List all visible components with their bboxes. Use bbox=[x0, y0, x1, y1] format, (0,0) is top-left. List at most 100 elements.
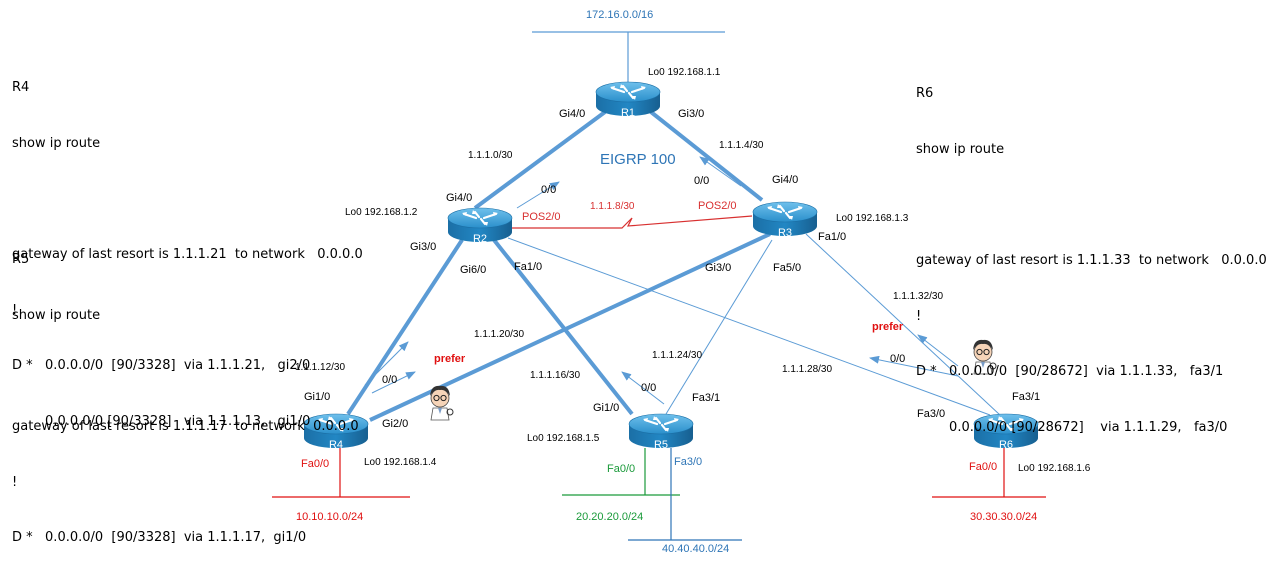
panel-r6-title: R6 bbox=[916, 86, 934, 101]
loopback-r2: Lo0 192.168.1.2 bbox=[345, 207, 418, 218]
route-arrow-r6-r3 bbox=[917, 334, 959, 367]
link-r2-r4 bbox=[346, 238, 464, 416]
network-label-r4: 10.10.10.0/24 bbox=[296, 511, 363, 523]
panel-r5-command: show ip route bbox=[12, 307, 101, 323]
panel-r5-route1: D * 0.0.0.0/0 [90/3328] via 1.1.1.17, gi… bbox=[12, 530, 307, 545]
subnet-r3-r6: 1.1.1.32/30 bbox=[893, 291, 943, 302]
routing-panel-r5: R5 show ip route gateway of last resort … bbox=[12, 214, 359, 566]
admin-icon-r4 bbox=[429, 385, 454, 421]
iface-r4-gi20: Gi2/0 bbox=[382, 418, 408, 430]
eigrp-label: EIGRP 100 bbox=[600, 151, 676, 168]
iface-r3-gi40: Gi4/0 bbox=[772, 174, 798, 186]
iface-r2-pos: POS2/0 bbox=[522, 211, 561, 223]
router-r4-label: R4 bbox=[329, 439, 343, 451]
router-r5: R5 bbox=[627, 412, 695, 451]
panel-r4-route2: 0.0.0.0/0 [90/3328] via 1.1.1.13, gi1/0 bbox=[12, 413, 311, 429]
iface-r2-fa10: Fa1/0 bbox=[514, 261, 542, 273]
panel-r4-bang: ! bbox=[12, 302, 18, 318]
network-label-top: 172.16.0.0/16 bbox=[586, 9, 653, 21]
route-arrow-r6-r2 bbox=[869, 355, 959, 377]
subnet-r2-r4: 1.1.1.12/30 bbox=[295, 362, 345, 373]
panel-r6-command: show ip route bbox=[916, 141, 1005, 157]
iface-r3-gi30: Gi3/0 bbox=[705, 262, 731, 274]
route-arrow-r3-r1 bbox=[699, 156, 742, 187]
iface-r1-gi40: Gi4/0 bbox=[559, 108, 585, 120]
iface-r6-fa30: Fa3/0 bbox=[917, 408, 945, 420]
link-r2-r5 bbox=[492, 238, 634, 416]
link-r3-r6 bbox=[805, 233, 1001, 416]
iface-r5-gi10: Gi1/0 bbox=[593, 402, 619, 414]
router-r2: R2 bbox=[446, 206, 514, 245]
iface-r5-fa30: Fa3/0 bbox=[674, 456, 702, 468]
subnet-r1-r3: 1.1.1.4/30 bbox=[719, 140, 764, 151]
subnet-r2-r5: 1.1.1.16/30 bbox=[530, 370, 580, 381]
route-label-r6: 0/0 bbox=[890, 353, 905, 365]
route-arrow-r5-r2 bbox=[621, 371, 665, 405]
iface-r4-fa00: Fa0/0 bbox=[301, 458, 329, 470]
router-r4: R4 bbox=[302, 412, 370, 451]
panel-r6-gateway: gateway of last resort is 1.1.1.33 to ne… bbox=[916, 253, 1266, 268]
loopback-r5: Lo0 192.168.1.5 bbox=[527, 433, 600, 444]
panel-r6-route2: 0.0.0.0/0 [90/28672] via 1.1.1.29, fa3/0 bbox=[916, 419, 1228, 435]
routing-panel-r4: R4 show ip route gateway of last resort … bbox=[12, 42, 363, 450]
network-label-r5-blue: 40.40.40.0/24 bbox=[662, 543, 729, 555]
iface-r1-gi30: Gi3/0 bbox=[678, 108, 704, 120]
prefer-label-r6: prefer bbox=[872, 321, 904, 333]
iface-r5-fa00: Fa0/0 bbox=[607, 463, 635, 475]
iface-r3-fa10: Fa1/0 bbox=[818, 231, 846, 243]
panel-r5-title: R5 bbox=[12, 252, 30, 267]
network-label-r6: 30.30.30.0/24 bbox=[970, 511, 1037, 523]
router-r2-label: R2 bbox=[473, 233, 487, 245]
loopback-r3: Lo0 192.168.1.3 bbox=[836, 213, 909, 224]
subnet-r3-r4: 1.1.1.20/30 bbox=[474, 329, 524, 340]
panel-r4-command: show ip route bbox=[12, 135, 101, 151]
route-label-r2-r1: 0/0 bbox=[541, 184, 556, 196]
link-r3-r5 bbox=[665, 239, 773, 415]
route-label-r3-r1: 0/0 bbox=[694, 175, 709, 187]
route-arrow-r4-r2 bbox=[364, 341, 409, 386]
loopback-r4: Lo0 192.168.1.4 bbox=[364, 457, 437, 468]
iface-r6-fa31: Fa3/1 bbox=[1012, 391, 1040, 403]
panel-r4-route1: D * 0.0.0.0/0 [90/3328] via 1.1.1.21, gi… bbox=[12, 358, 311, 373]
panel-r5-gateway: gateway of last resort is 1.1.1.17 to ne… bbox=[12, 419, 359, 434]
iface-r2-gi30: Gi3/0 bbox=[410, 241, 436, 253]
router-r6: R6 bbox=[972, 412, 1040, 451]
link-r1-r2 bbox=[473, 110, 607, 210]
loopback-r6: Lo0 192.168.1.6 bbox=[1018, 463, 1091, 474]
router-r3-label: R3 bbox=[778, 227, 792, 239]
router-r3: R3 bbox=[751, 200, 819, 239]
iface-r3-fa50: Fa5/0 bbox=[773, 262, 801, 274]
subnet-r3-r5: 1.1.1.24/30 bbox=[652, 350, 702, 361]
iface-r6-fa00: Fa0/0 bbox=[969, 461, 997, 473]
routing-panel-r6: R6 show ip route gateway of last resort … bbox=[916, 48, 1266, 456]
router-r1-label: R1 bbox=[621, 107, 635, 119]
route-arrow-r4-r3 bbox=[371, 371, 416, 394]
iface-r4-gi10: Gi1/0 bbox=[304, 391, 330, 403]
subnet-r2-r6: 1.1.1.28/30 bbox=[782, 364, 832, 375]
link-r2-r6 bbox=[507, 237, 991, 416]
loopback-r1: Lo0 192.168.1.1 bbox=[648, 67, 721, 78]
router-r6-label: R6 bbox=[999, 439, 1013, 451]
prefer-label-r4: prefer bbox=[434, 353, 466, 365]
link-r2-r3-pos bbox=[510, 215, 753, 229]
iface-r5-fa31: Fa3/1 bbox=[692, 392, 720, 404]
panel-r6-bang: ! bbox=[916, 308, 922, 324]
router-r5-label: R5 bbox=[654, 439, 668, 451]
route-label-r5: 0/0 bbox=[641, 382, 656, 394]
iface-r2-gi60: Gi6/0 bbox=[460, 264, 486, 276]
link-r1-r3 bbox=[649, 110, 764, 202]
panel-r6-route1: D * 0.0.0.0/0 [90/28672] via 1.1.1.33, f… bbox=[916, 364, 1224, 379]
route-arrow-r2-r1 bbox=[516, 181, 560, 209]
panel-r4-gateway: gateway of last resort is 1.1.1.21 to ne… bbox=[12, 247, 363, 262]
iface-r2-gi40: Gi4/0 bbox=[446, 192, 472, 204]
router-r1: R1 bbox=[594, 80, 662, 119]
route-label-r4: 0/0 bbox=[382, 374, 397, 386]
network-label-r5-green: 20.20.20.0/24 bbox=[576, 511, 643, 523]
iface-r3-pos: POS2/0 bbox=[698, 200, 737, 212]
panel-r5-bang: ! bbox=[12, 474, 18, 490]
subnet-r2-r3: 1.1.1.8/30 bbox=[590, 201, 635, 212]
panel-r4-title: R4 bbox=[12, 80, 30, 95]
subnet-r1-r2: 1.1.1.0/30 bbox=[468, 150, 513, 161]
